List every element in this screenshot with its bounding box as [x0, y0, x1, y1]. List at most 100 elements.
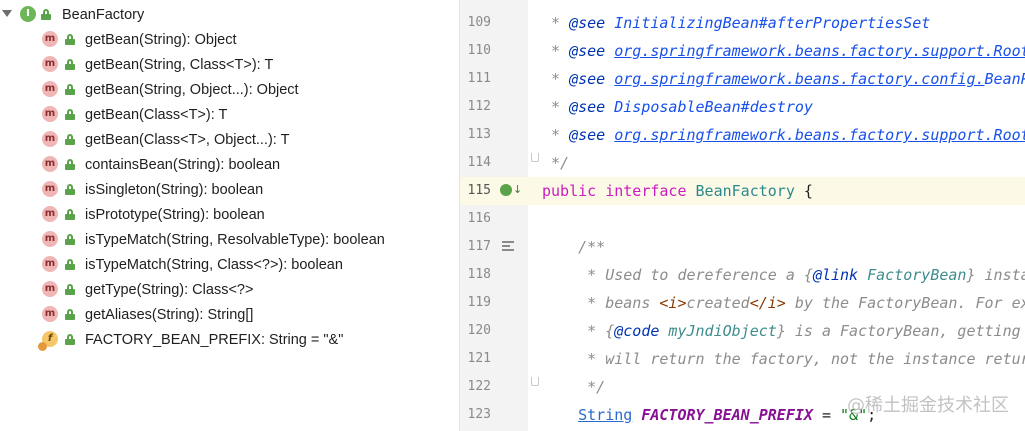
- code-token: @code: [614, 322, 660, 340]
- method-icon: m: [42, 231, 58, 247]
- line-number[interactable]: 119: [467, 295, 491, 310]
- line-number[interactable]: 116: [467, 211, 491, 226]
- line-number[interactable]: 109: [467, 15, 491, 30]
- render-doc-icon[interactable]: [502, 241, 514, 252]
- code-token: @see: [569, 98, 606, 116]
- public-lock-icon: [65, 34, 75, 45]
- code-line[interactable]: 120 * {@code myJndiObject} is a FactoryB…: [460, 317, 1025, 345]
- code-token: @see: [569, 70, 606, 88]
- line-number[interactable]: 123: [467, 407, 491, 422]
- code-editor[interactable]: 109 * @see InitializingBean#afterPropert…: [460, 0, 1025, 431]
- code-token: * {: [542, 322, 615, 340]
- code-token: *: [542, 98, 570, 116]
- code-token: {: [794, 182, 813, 200]
- method-label: getBean(String, Class<T>): T: [85, 56, 274, 73]
- public-lock-icon: [65, 134, 75, 145]
- code-text: * @see org.springframework.beans.factory…: [542, 42, 1025, 60]
- code-token: [632, 406, 641, 424]
- line-number[interactable]: 112: [467, 99, 491, 114]
- method-icon: m: [42, 281, 58, 297]
- line-number[interactable]: 120: [467, 323, 491, 338]
- code-line[interactable]: 111 * @see org.springframework.beans.fac…: [460, 65, 1025, 93]
- code-text: * @see org.springframework.beans.factory…: [542, 126, 1025, 144]
- method-icon: m: [42, 81, 58, 97]
- fold-marker-icon[interactable]: [531, 377, 539, 386]
- implementations-arrow-icon[interactable]: ↓: [513, 183, 523, 196]
- code-token: *: [542, 42, 570, 60]
- code-line[interactable]: 121 * will return the factory, not the i…: [460, 345, 1025, 373]
- code-token: destroy: [749, 98, 813, 116]
- code-token: * beans: [542, 294, 660, 312]
- method-label: getBean(Class<T>, Object...): T: [85, 131, 290, 148]
- watermark: @稀土掘金技术社区: [847, 395, 1009, 416]
- implemented-gutter-icon[interactable]: [500, 184, 512, 196]
- line-number[interactable]: 110: [467, 43, 491, 58]
- code-line[interactable]: 115↓public interface BeanFactory {: [460, 177, 1025, 205]
- line-number[interactable]: 122: [467, 379, 491, 394]
- code-token: @see: [569, 126, 606, 144]
- code-line[interactable]: 116: [460, 205, 1025, 233]
- code-token: BeanFactory: [695, 182, 795, 200]
- code-token: FactoryBean: [858, 266, 967, 284]
- line-number[interactable]: 114: [467, 155, 491, 170]
- code-line[interactable]: 118 * Used to dereference a {@link Facto…: [460, 261, 1025, 289]
- code-token: @see: [569, 42, 606, 60]
- method-icon: m: [42, 131, 58, 147]
- fold-marker-icon[interactable]: [531, 153, 539, 162]
- code-token: <i>: [659, 294, 687, 312]
- panel-divider[interactable]: [459, 0, 460, 431]
- code-token: @link: [812, 266, 859, 284]
- code-line[interactable]: 123 String FACTORY_BEAN_PREFIX = "&";: [460, 401, 1025, 429]
- code-line[interactable]: 113 * @see org.springframework.beans.fac…: [460, 121, 1025, 149]
- code-token: [542, 406, 578, 424]
- code-line[interactable]: 117 /**: [460, 233, 1025, 261]
- method-label: getBean(Class<T>): T: [85, 106, 228, 123]
- code-line[interactable]: 110 * @see org.springframework.beans.fac…: [460, 37, 1025, 65]
- code-token: "&": [840, 406, 868, 424]
- code-token: org.springframework.beans.factory.suppor…: [614, 42, 1025, 60]
- static-pin-icon: [38, 342, 47, 351]
- expand-arrow-icon[interactable]: [2, 10, 12, 17]
- line-number[interactable]: 113: [467, 127, 491, 142]
- method-label: getType(String): Class<?>: [85, 281, 254, 298]
- method-label: getAliases(String): String[]: [85, 306, 254, 323]
- line-number[interactable]: 118: [467, 267, 491, 282]
- structure-method-row[interactable]: m getType(String): Class<?>: [0, 277, 459, 302]
- code-token: *: [542, 126, 570, 144]
- code-text: * {@code myJndiObject} is a FactoryBean,…: [542, 322, 1021, 340]
- code-token: */: [542, 378, 606, 396]
- code-token: @see: [569, 14, 606, 32]
- line-number[interactable]: 111: [467, 71, 491, 86]
- code-line[interactable]: 109 * @see InitializingBean#afterPropert…: [460, 9, 1025, 37]
- code-token: org.springframework.beans.factory.suppor…: [614, 126, 1025, 144]
- structure-root-row[interactable]: I BeanFactory: [0, 2, 459, 27]
- structure-method-row[interactable]: m isTypeMatch(String, ResolvableType): bo…: [0, 227, 459, 252]
- line-number[interactable]: 121: [467, 351, 491, 366]
- line-number[interactable]: 115: [467, 183, 491, 198]
- code-line[interactable]: 112 * @see DisposableBean#destroy: [460, 93, 1025, 121]
- method-icon: m: [42, 31, 58, 47]
- code-text: String FACTORY_BEAN_PREFIX = "&";: [542, 406, 876, 424]
- method-label: isTypeMatch(String, ResolvableType): boo…: [85, 231, 385, 248]
- method-icon: m: [42, 256, 58, 272]
- code-line[interactable]: 119 * beans <i>created</i> by the Factor…: [460, 289, 1025, 317]
- code-line[interactable]: 114 */: [460, 149, 1025, 177]
- line-number[interactable]: 117: [467, 239, 491, 254]
- structure-method-row[interactable]: m getBean(Class<T>, Object...): T: [0, 127, 459, 152]
- public-lock-icon: [41, 9, 51, 20]
- code-token: created: [686, 294, 750, 312]
- code-line[interactable]: 122 */: [460, 373, 1025, 401]
- public-lock-icon: [65, 109, 75, 120]
- code-token: ;: [867, 406, 877, 424]
